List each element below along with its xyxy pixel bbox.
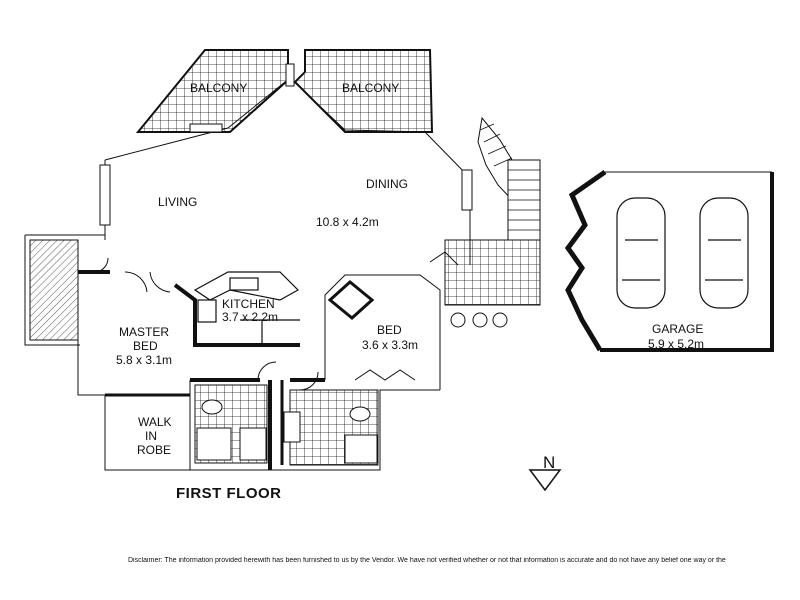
- kitchen-label: KITCHEN: [222, 297, 275, 311]
- kitchen-benches: [193, 271, 300, 345]
- garage-size: 5.9 x 5.2m: [648, 337, 704, 351]
- stair-landing: [444, 239, 541, 306]
- walk-in-label-line1: WALK: [138, 415, 172, 429]
- hatched-deck: [29, 239, 79, 341]
- garage-walls: [564, 169, 774, 352]
- bathroom-fixtures: [196, 399, 378, 464]
- garage-label: GARAGE: [652, 322, 703, 336]
- balcony-right-label: BALCONY: [342, 81, 399, 95]
- walk-in-label-line3: ROBE: [137, 443, 171, 457]
- balcony-left-label: BALCONY: [190, 81, 247, 95]
- master-bed-label-line2: BED: [133, 339, 158, 353]
- bed-label: BED: [377, 323, 402, 337]
- disclaimer-text: Disclaimer: The information provided her…: [128, 557, 728, 564]
- kitchen-size: 3.7 x 2.2m: [222, 310, 278, 324]
- door-swings: [95, 251, 459, 391]
- balcony-right-area: [293, 49, 434, 133]
- living-label: LIVING: [158, 195, 197, 209]
- dining-label: DINING: [366, 177, 408, 191]
- bed-size: 3.6 x 3.3m: [362, 338, 418, 352]
- walk-in-label-line2: IN: [145, 429, 157, 443]
- balcony-left-area: [135, 49, 289, 133]
- master-bed-label-line1: MASTER: [119, 325, 169, 339]
- windows: [99, 63, 473, 226]
- bed-robe: [327, 280, 375, 320]
- stair-treads: [477, 116, 541, 241]
- master-bed-size: 5.8 x 3.1m: [116, 353, 172, 367]
- garden-pots: [450, 312, 508, 328]
- compass-label: N: [543, 453, 555, 472]
- interior-walls: [78, 270, 325, 470]
- living-dining-size: 10.8 x 4.2m: [316, 215, 379, 229]
- compass-icon: N: [528, 453, 562, 492]
- garage-cars: [616, 197, 749, 309]
- floor-title: FIRST FLOOR: [176, 485, 282, 502]
